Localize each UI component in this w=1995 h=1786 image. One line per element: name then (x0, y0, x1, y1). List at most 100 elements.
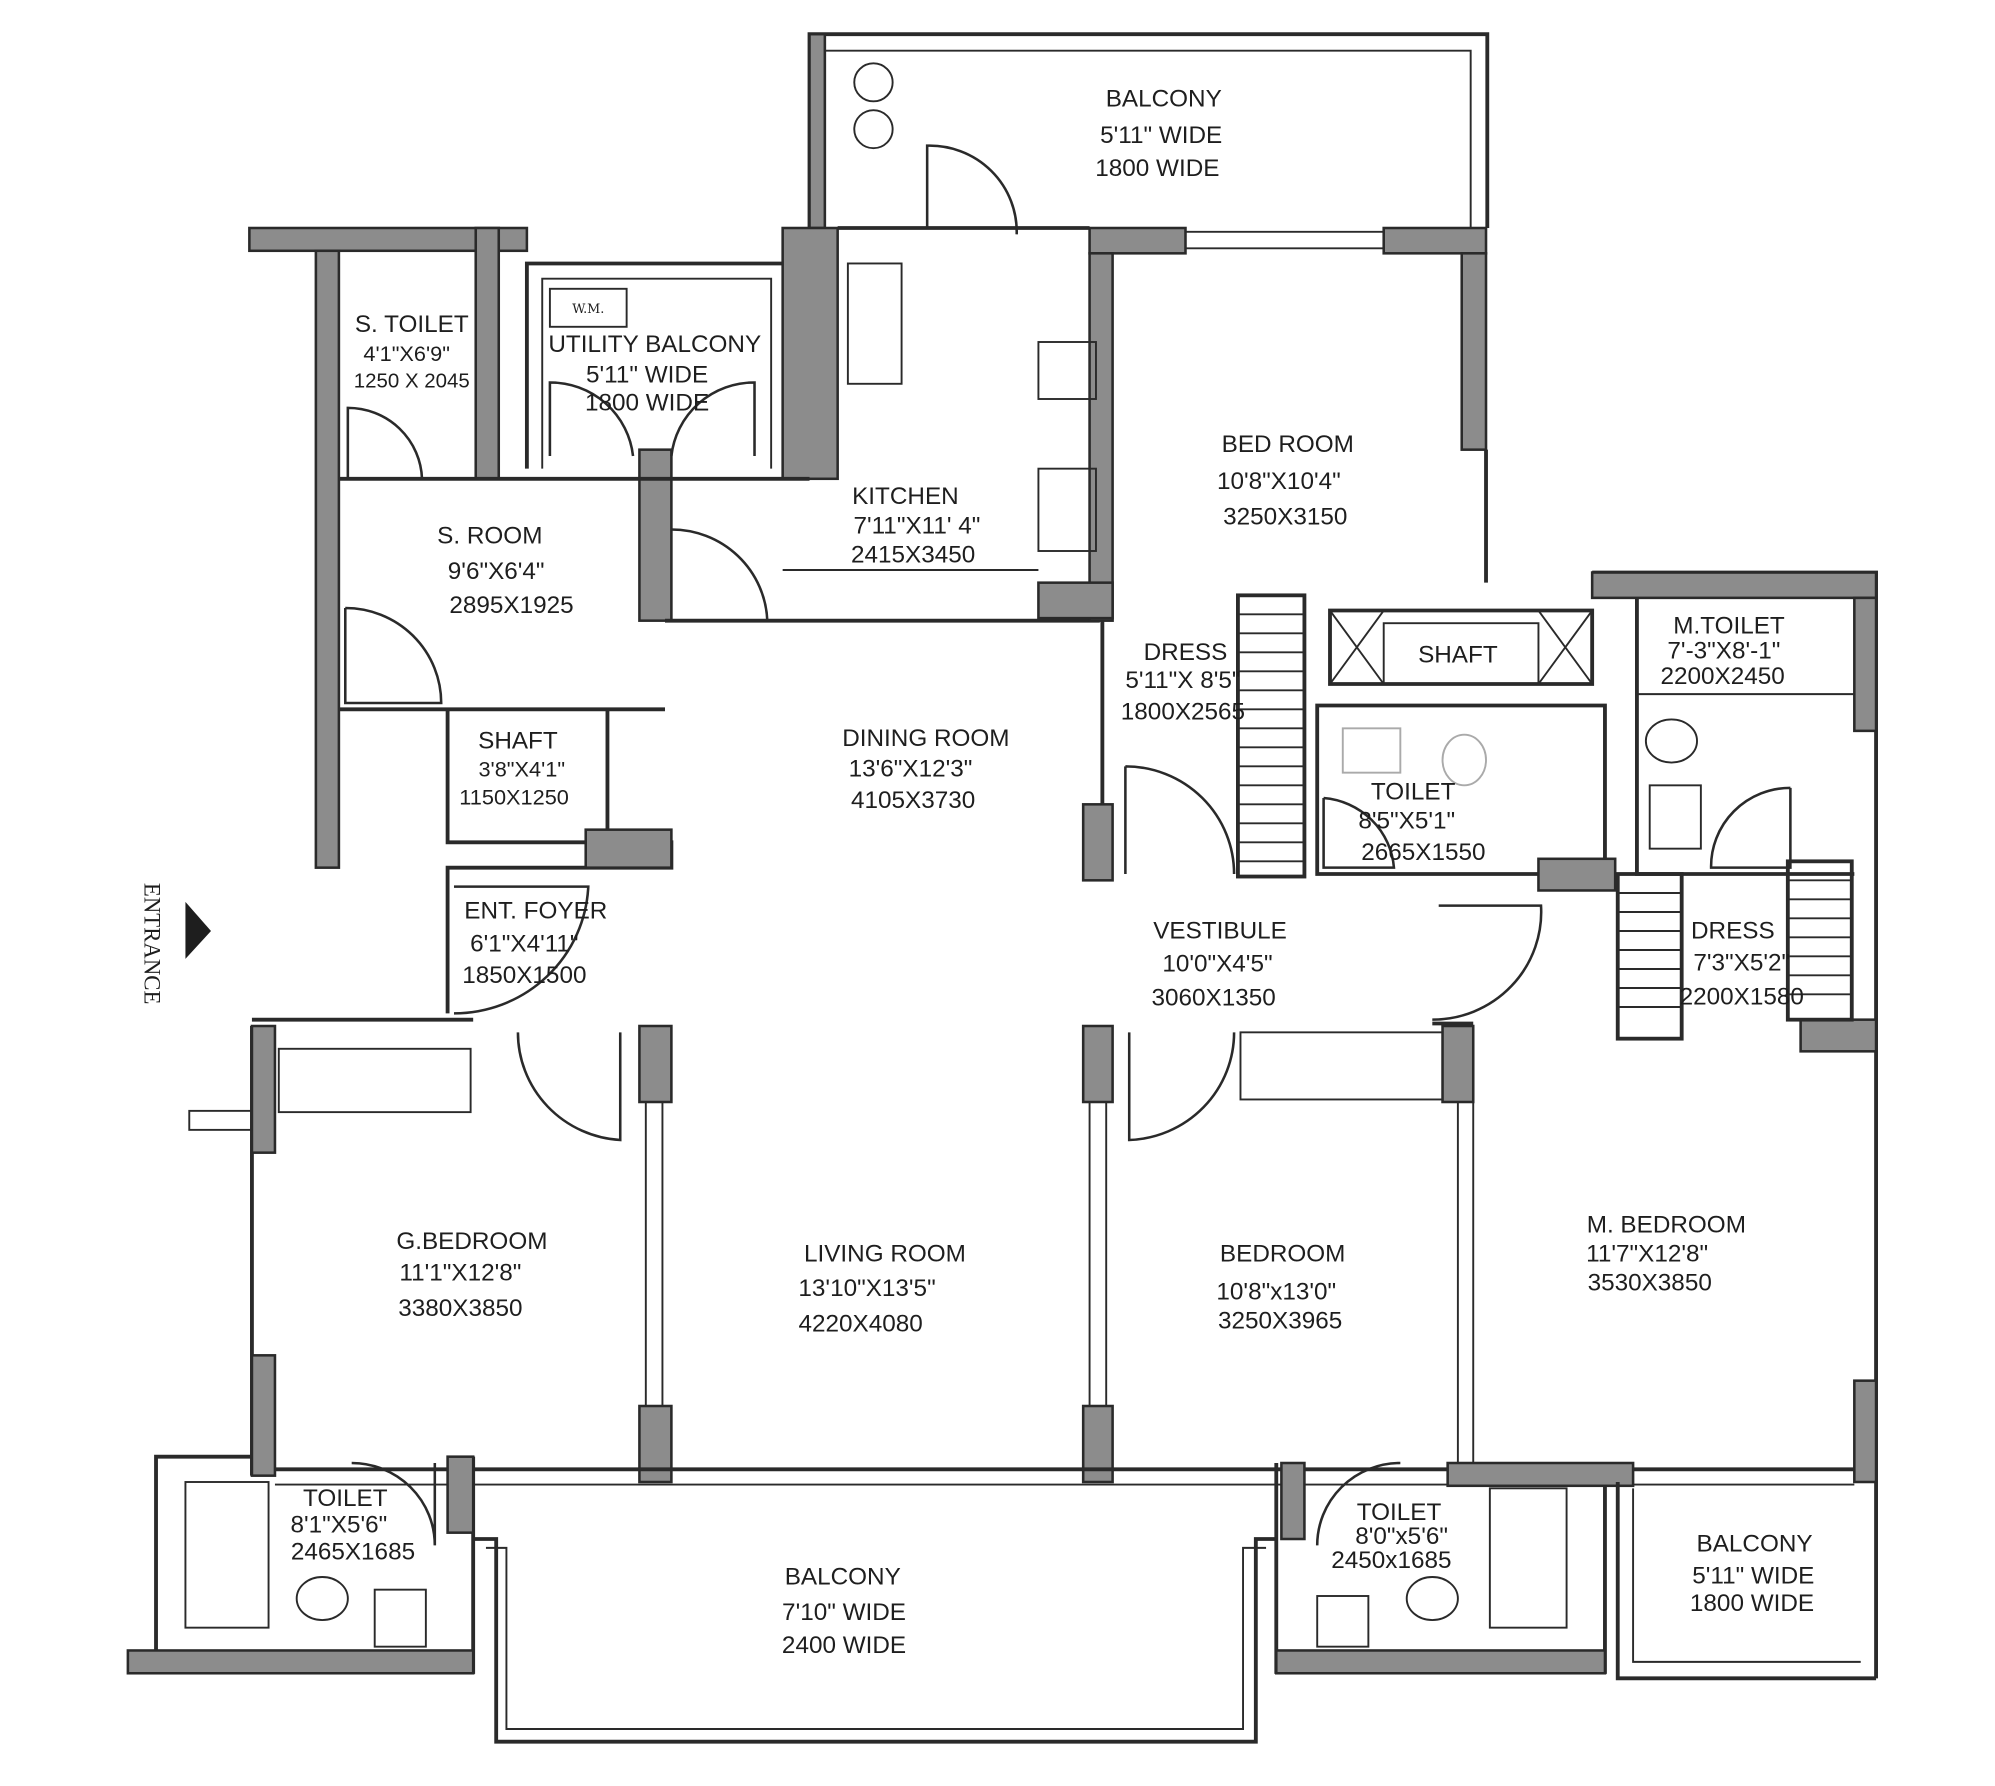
room-label-text: VESTIBULE (1153, 918, 1287, 945)
room-label-text: 5'11" WIDE (586, 362, 708, 389)
stove-icon (1037, 341, 1097, 400)
room-label-text: 2465X1685 (291, 1538, 415, 1565)
room-s-room: S. ROOM 9'6"X6'4" 2895X1925 (437, 523, 573, 620)
room-label-text: 7'-3"X8'-1" (1667, 638, 1780, 665)
room-label-text: G.BEDROOM (396, 1228, 547, 1255)
room-label-text: 7'10" WIDE (782, 1599, 906, 1626)
room-label-text: S. ROOM (437, 523, 542, 550)
room-label-text: DINING ROOM (842, 725, 1009, 752)
room-label-text: 9'6"X6'4" (448, 558, 545, 585)
room-label-text: 1150X1250 (459, 784, 569, 809)
room-label-text: BALCONY (1697, 1531, 1813, 1558)
room-label-text: M.TOILET (1673, 612, 1785, 639)
room-label-text: LIVING ROOM (804, 1241, 966, 1268)
entrance-marker[interactable]: ENTRANCE (139, 883, 212, 1004)
room-label-text: DRESS (1691, 918, 1775, 945)
room-label-text: 11'7"X12'8" (1586, 1241, 1708, 1268)
doors (344, 144, 1792, 1546)
fixtures: W.M. (295, 62, 1702, 1648)
room-label-text: BED ROOM (1222, 431, 1354, 458)
entrance-label: ENTRANCE (139, 883, 164, 1004)
room-label-text: SHAFT (1418, 642, 1498, 669)
room-vestibule: VESTIBULE 10'0"X4'5" 3060X1350 (1151, 918, 1286, 1012)
room-label-text: BALCONY (785, 1564, 901, 1591)
room-bedroom: BEDROOM 10'8"x13'0"3250X3965 (1216, 1241, 1345, 1335)
room-label-text: SHAFT (478, 728, 558, 755)
room-label-text: 10'8"X10'4" (1217, 468, 1341, 495)
room-label-text: 6'1"X4'11" (470, 930, 578, 957)
washing-machine-label: W.M. (572, 301, 604, 316)
room-label-text: TOILET (1371, 778, 1456, 805)
room-label-text: 7'3"X5'2" (1693, 949, 1790, 976)
room-label-text: 2665X1550 (1361, 839, 1485, 866)
room-living: LIVING ROOM 13'10"X13'5" 4220X4080 (798, 1241, 966, 1338)
room-label-text: 3380X3850 (398, 1295, 522, 1322)
ac-unit-icon (853, 109, 894, 150)
room-label-text: BEDROOM (1220, 1241, 1346, 1268)
room-label-text: S. TOILET (355, 311, 469, 338)
room-label-text: 13'10"X13'5" (798, 1275, 935, 1302)
room-label-text: 3250X3965 (1218, 1308, 1342, 1335)
room-label-text: 4'1"X6'9" (363, 341, 450, 366)
room-label-text: 3'8"X4'1" (478, 757, 565, 782)
room-label-text: 2400 WIDE (782, 1632, 906, 1659)
room-label-text: 1850X1500 (462, 962, 586, 989)
ac-unit-icon (853, 62, 894, 103)
entrance-arrow-icon (185, 901, 212, 959)
room-label-text: UTILITY BALCONY (548, 331, 761, 358)
room-label-text: 10'8"x13'0" (1216, 1279, 1336, 1306)
room-label-text: 1800 WIDE (1095, 155, 1219, 182)
room-label-text: 5'11"X 8'5" (1125, 667, 1240, 694)
room-balcony-bottom: BALCONY 7'10" WIDE 2400 WIDE (782, 1564, 906, 1659)
room-label-text: 2200X2450 (1660, 663, 1784, 690)
room-label-text: TOILET (303, 1485, 388, 1512)
room-label-text: KITCHEN (852, 483, 959, 510)
room-label-text: 2200X1580 (1680, 984, 1804, 1011)
room-dining: DINING ROOM 13'6"X12'3" 4105X3730 (842, 725, 1009, 814)
room-dress-right: DRESS 7'3"X5'2" 2200X1580 (1680, 918, 1804, 1011)
room-label-text: 10'0"X4'5" (1162, 951, 1272, 978)
room-label-text: 8'1"X5'6" (291, 1512, 388, 1539)
room-label-text: 1800 WIDE (585, 390, 709, 417)
room-label-text: 2415X3450 (851, 542, 975, 569)
room-label-text: 8'0"x5'6" (1355, 1523, 1448, 1550)
room-label-text: 3250X3150 (1223, 504, 1347, 531)
room-label-text: 3530X3850 (1588, 1270, 1712, 1297)
room-shaft-right: SHAFT (1418, 642, 1498, 669)
room-label-text: TOILET (1357, 1499, 1442, 1526)
room-label-text: 11'1"X12'8" (399, 1260, 521, 1287)
room-label-text: 8'5"X5'1" (1358, 808, 1455, 835)
room-label-text: ENT. FOYER (464, 897, 607, 924)
room-bed-room: BED ROOM 10'8"X10'4" 3250X3150 (1217, 431, 1354, 530)
room-label-text: 7'11"X11' 4" (853, 512, 980, 539)
room-label-text: 4105X3730 (851, 787, 975, 814)
room-label-text: 2895X1925 (449, 592, 573, 619)
room-label-text: 4220X4080 (799, 1310, 923, 1337)
room-label-text: 3060X1350 (1151, 985, 1275, 1012)
room-label-text: 2450x1685 (1331, 1547, 1451, 1574)
room-ent-foyer: ENT. FOYER 6'1"X4'11" 1850X1500 (462, 897, 607, 988)
room-label-text: DRESS (1144, 639, 1228, 666)
room-balcony-top: BALCONY 5'11" WIDE 1800 WIDE (1095, 86, 1222, 183)
sink-icon (846, 262, 903, 385)
room-label-text: BALCONY (1106, 86, 1222, 113)
room-label-text: 5'11" WIDE (1692, 1562, 1814, 1589)
walls (126, 32, 1878, 1744)
room-label-text: 1800X2565 (1121, 699, 1245, 726)
room-toilet-mid: TOILET 8'5"X5'1" 2665X1550 (1358, 778, 1485, 866)
room-label-text: 5'11" WIDE (1100, 122, 1222, 149)
room-label-text: 1250 X 2045 (354, 371, 470, 393)
room-g-bedroom: G.BEDROOM 11'1"X12'8" 3380X3850 (396, 1228, 547, 1322)
room-label-text: 13'6"X12'3" (849, 756, 973, 783)
room-s-toilet: S. TOILET 4'1"X6'9" 1250 X 2045 (354, 311, 470, 393)
room-label-text: M. BEDROOM (1587, 1212, 1746, 1239)
